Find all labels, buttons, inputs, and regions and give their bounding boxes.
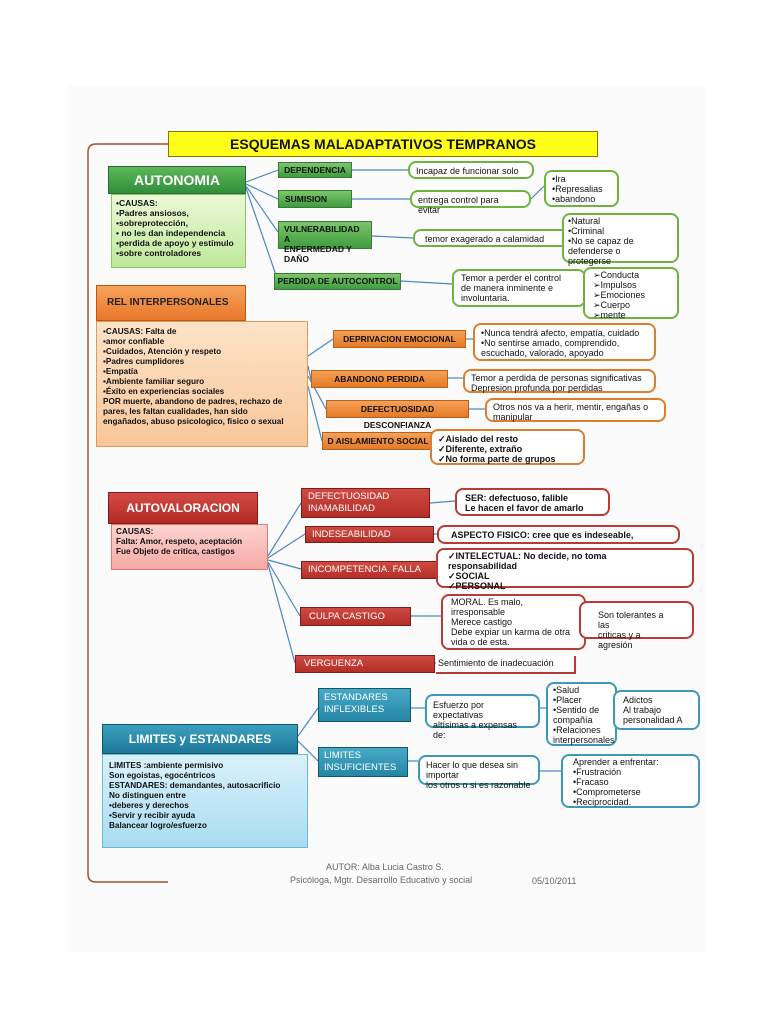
abandono-desc: Temor a perdida de personas significativ… xyxy=(463,369,656,393)
vulnerabilidad-desc: temor exagerado a calamidad xyxy=(413,229,601,247)
culpa-desc: MORAL. Es malo, irresponsable Merece cas… xyxy=(441,594,586,650)
deprivacion-desc: •Nunca tendrá afecto, empatía, cuidado •… xyxy=(473,323,656,361)
autocontrol-desc: Temor a perder el control de manera inmi… xyxy=(452,269,586,307)
autovaloracion-header: AUTOVALORACION xyxy=(108,492,258,524)
footer-author: AUTOR: Alba Lucia Castro S. xyxy=(326,862,444,872)
insuficientes-sub: Aprender a enfrentar: •Frustración •Frac… xyxy=(561,754,700,808)
autonomia-header: AUTONOMIA xyxy=(108,166,246,194)
aislamiento-desc: ✓Aislado del resto ✓Diferente, extraño ✓… xyxy=(430,429,585,465)
culpa-sub: Son tolerantes a las criticas y a agresi… xyxy=(579,601,694,650)
incompetencia-desc: ✓INTELECTUAL: No decide, no toma respons… xyxy=(436,548,694,591)
insuficientes-label: LIMITES INSUFICIENTES xyxy=(318,747,408,777)
autovaloracion-causes: CAUSAS: Falta: Amor, respeto, aceptación… xyxy=(111,524,268,570)
defectuosidad-desconfianza-desc: Otros nos va a herir, mentir, engañas o … xyxy=(485,398,666,422)
rel-causes: ▪CAUSAS: Falta de ▪amor confiable ▪Cuida… xyxy=(96,321,308,447)
verguenza-desc: Sentimiento de inadecuación xyxy=(436,656,576,674)
inflexibles-label: ESTANDARES INFLEXIBLES xyxy=(318,688,411,722)
vulnerabilidad-sub: •Natural •Criminal •No se capaz de defen… xyxy=(562,213,679,266)
inflexibles-sub2: Adictos Al trabajo personalidad A xyxy=(613,690,700,730)
verguenza-label: VERGUENZA xyxy=(295,655,435,673)
limites-header: LIMITES y ESTANDARES xyxy=(102,724,298,754)
dependencia-label: DEPENDENCIA xyxy=(278,162,352,178)
deprivacion-label: DEPRIVACION EMOCIONAL xyxy=(333,330,466,348)
insuficientes-desc: Hacer lo que desea sin importar los otro… xyxy=(418,755,540,790)
inamabilidad-desc: SER: defectuoso, falible Le hacen el fav… xyxy=(455,488,610,516)
abandono-label: ABANDONO PERDIDA xyxy=(311,370,448,388)
vulnerabilidad-label: VULNERABILIDAD A ENFERMEDAD Y DAÑO xyxy=(278,221,372,264)
limites-causes: LIMITES :ambiente permisivo Son egoistas… xyxy=(102,754,308,848)
sumision-desc: entrega control para evitar xyxy=(410,190,531,215)
footer-date: 05/10/2011 xyxy=(532,876,577,886)
aislamiento-label: D AISLAMIENTO SOCIAL xyxy=(322,432,434,450)
incompetencia-label: INCOMPETENCIA. FALLA xyxy=(301,561,438,579)
rel-header: REL INTERPERSONALES xyxy=(96,285,246,321)
diagram-sheet: ESQUEMAS MALADAPTATIVOS TEMPRANOS AUTONO… xyxy=(68,86,706,952)
indeseabilidad-label: INDESEABILIDAD xyxy=(305,526,434,543)
autocontrol-label: PERDIDA DE AUTOCONTROL xyxy=(274,273,401,290)
footer-role: Psicóloga, Mgtr. Desarrollo Educativo y … xyxy=(290,875,473,885)
autocontrol-sub: ➢Conducta ➢Impulsos ➢Emociones ➢Cuerpo ➢… xyxy=(583,267,679,320)
sumision-label: SUMISION xyxy=(278,190,352,208)
page-title: ESQUEMAS MALADAPTATIVOS TEMPRANOS xyxy=(168,131,598,157)
dependencia-desc: Incapaz de funcionar solo xyxy=(408,161,534,179)
indeseabilidad-desc: ASPECTO FISICO: cree que es indeseable, xyxy=(437,525,680,544)
inflexibles-sub: •Salud •Placer •Sentido de compañía •Rel… xyxy=(546,682,617,746)
culpa-label: CULPA CASTIGO xyxy=(300,607,411,626)
inflexibles-desc: Esfuerzo por expectativas altísimas a ex… xyxy=(425,694,540,740)
defectuosidad-desconfianza-label: DEFECTUOSIDAD DESCONFIANZA xyxy=(326,400,469,430)
inamabilidad-label: DEFECTUOSIDAD INAMABILIDAD xyxy=(301,488,430,518)
connector-lines xyxy=(87,143,617,883)
sumision-sub: •Ira •Represalias •abandono xyxy=(544,170,619,207)
autonomia-causes: •CAUSAS: •Padres ansiosos, •sobreprotecc… xyxy=(111,194,246,268)
